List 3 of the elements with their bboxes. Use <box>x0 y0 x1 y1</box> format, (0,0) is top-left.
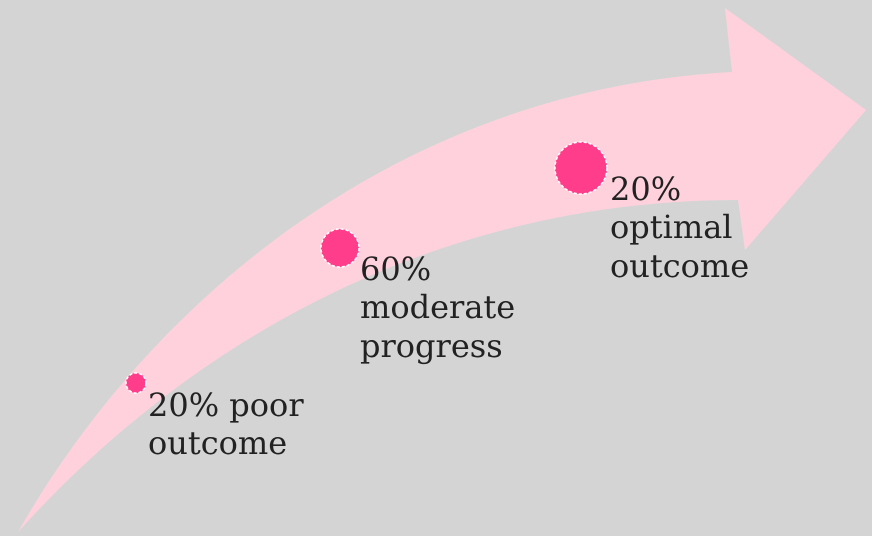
outcome-label: 60% moderate progress <box>360 250 516 366</box>
outcome-label: 20% poor outcome <box>148 386 305 463</box>
outcome-label: 20% optimal outcome <box>610 170 750 286</box>
